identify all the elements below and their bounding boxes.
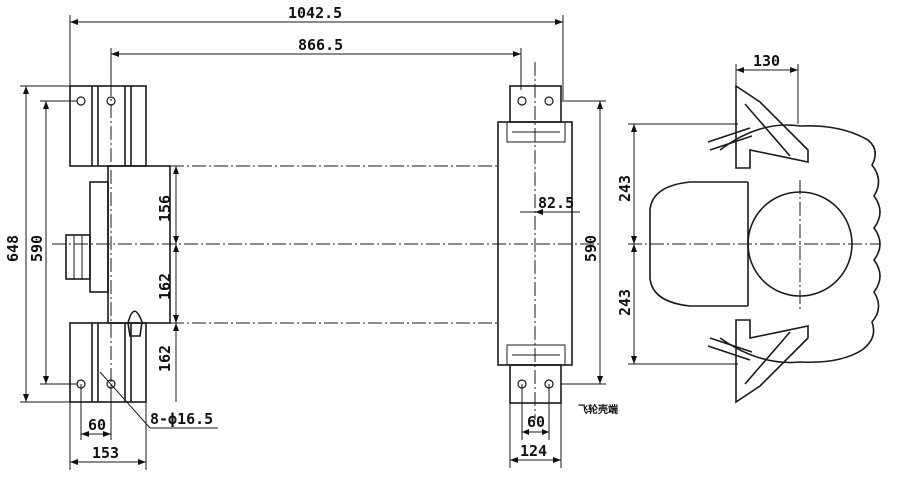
dim-right-hole-spacing: 60 [527,413,545,431]
interior-dimensions: 156 162 162 [156,166,179,402]
dim-right-base-width: 124 [520,442,547,460]
dim-mid-offset: 162 [156,273,174,300]
dim-height-left: 590 [28,235,46,262]
flywheel-guard-label: 飞轮壳端 [578,403,618,416]
holes-note: 8-ϕ16.5 [150,410,213,428]
bolt-hole [76,96,86,106]
left-end-housing [65,165,171,337]
dim-center-distance: 866.5 [298,36,343,54]
bottom-dimensions-left: 60 153 8-ϕ16.5 [69,371,218,470]
height-dimensions-left: 648 590 [4,85,78,403]
dim-lower-offset: 162 [156,345,174,372]
dim-left-hole-spacing: 60 [88,416,106,434]
dim-hub-offset: 82.5 [538,194,574,212]
dim-left-base-width: 153 [92,444,119,462]
height-dimension-right: 590 [561,100,606,385]
shaft-body [52,60,600,420]
center-distance-dimension: 866.5 [110,36,522,90]
dim-side-width: 130 [753,52,780,70]
dim-upper-offset: 156 [156,195,174,222]
bottom-dimensions-right: 60 124 飞轮壳端 [509,384,618,468]
dim-overall-length: 1042.5 [288,4,342,22]
bolt-hole [544,96,554,106]
bolt-hole [517,96,527,106]
side-view: 243 243 130 [616,52,881,404]
hub-offset-dimension: 82.5 [520,194,580,215]
dim-side-lower: 243 [616,289,634,316]
overall-length-dimension: 1042.5 [69,4,564,100]
left-upper-base [69,85,147,167]
dim-height-right: 590 [582,235,600,262]
dim-height-total: 648 [4,235,22,262]
dim-side-upper: 243 [616,175,634,202]
